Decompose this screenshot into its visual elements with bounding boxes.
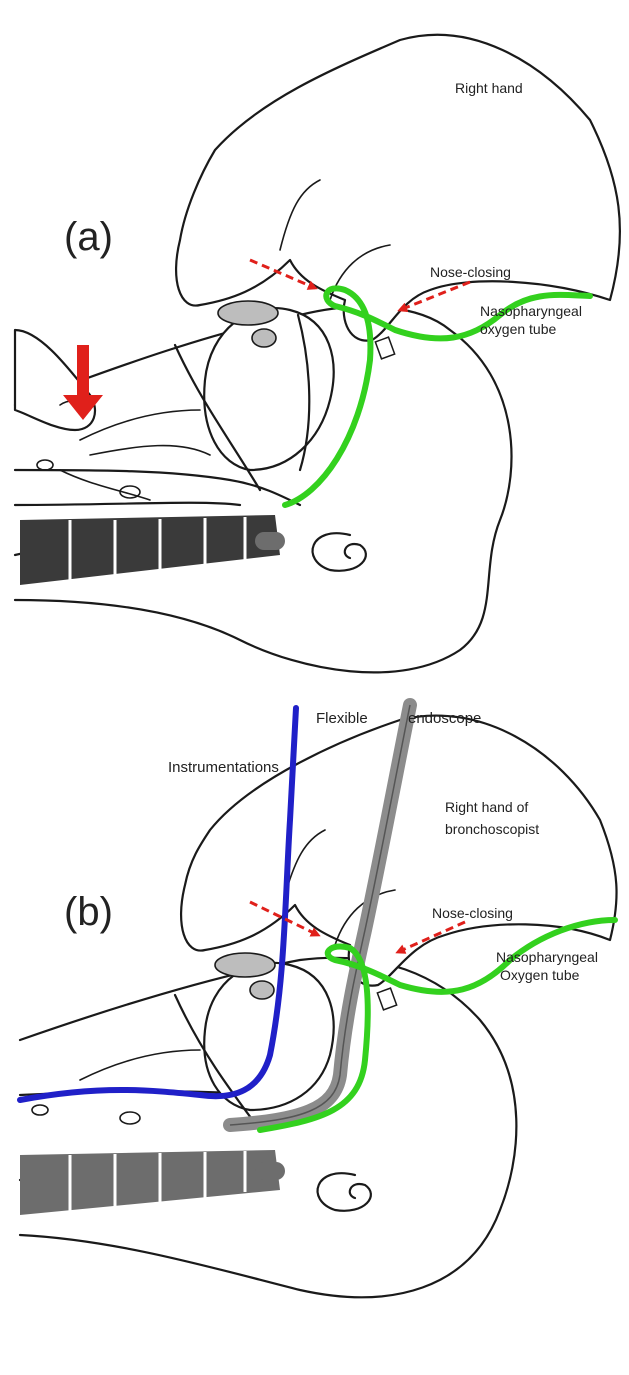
ear-a bbox=[313, 533, 366, 571]
spine-b bbox=[20, 1150, 285, 1215]
flexible-label: Flexible bbox=[316, 710, 368, 727]
ear-b bbox=[318, 1173, 371, 1211]
tube-label-b-line2: Oxygen tube bbox=[500, 967, 580, 983]
spine-a bbox=[20, 515, 285, 585]
instrumentations-label: Instrumentations bbox=[168, 759, 279, 776]
panel-b: (b) Flexible endoscope Instrumentations … bbox=[20, 705, 617, 1297]
hand-label-b-line1: Right hand of bbox=[445, 799, 528, 815]
hand-label-b-line2: bronchoscopist bbox=[445, 821, 539, 837]
endoscope-label: endoscope bbox=[408, 710, 481, 727]
hand-label-a: Right hand bbox=[455, 80, 523, 96]
tube-label-a-line1: Nasopharyngeal bbox=[480, 303, 582, 319]
nose-closing-label-a: Nose-closing bbox=[430, 264, 511, 280]
panel-label-a: (a) bbox=[64, 215, 113, 259]
nose-closing-label-b: Nose-closing bbox=[432, 905, 513, 921]
tube-label-b-line1: Nasopharyngeal bbox=[496, 949, 598, 965]
panel-label-b: (b) bbox=[64, 890, 113, 934]
tube-label-a-line2: oxygen tube bbox=[480, 321, 556, 337]
panel-a: (a) Right hand Nose-closing Nasopharynge… bbox=[15, 35, 620, 673]
